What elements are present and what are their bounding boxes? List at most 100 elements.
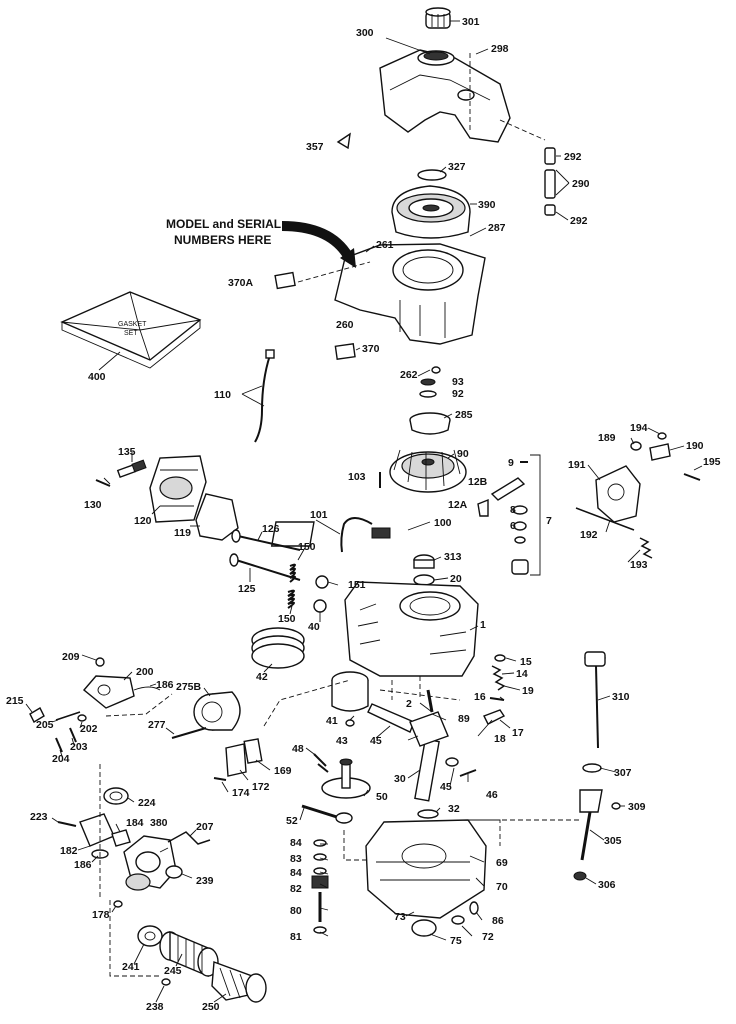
callout-191: 191 <box>568 459 586 471</box>
callout-labels: 301 300 298 357 292 327 290 390 292 287 … <box>6 16 721 1013</box>
brake-12B <box>490 477 526 501</box>
crankshaft-30 <box>409 689 449 802</box>
callout-110: 110 <box>214 389 231 401</box>
callout-224: 224 <box>138 797 156 809</box>
callout-83: 83 <box>290 853 302 865</box>
callout-262: 262 <box>400 369 418 381</box>
ring-239 <box>165 865 183 879</box>
callout-45b: 45 <box>440 781 452 793</box>
callout-275B: 275B <box>176 681 202 693</box>
callout-8: 8 <box>510 504 516 516</box>
callout-46: 46 <box>486 789 498 801</box>
assembly-lines <box>99 50 580 977</box>
leader-lines <box>25 20 703 1003</box>
screw-209 <box>95 657 105 667</box>
bolt-262 <box>431 366 441 374</box>
cap-301 <box>425 7 451 29</box>
callout-93: 93 <box>452 376 464 388</box>
decal-370 <box>334 343 356 360</box>
callout-151: 151 <box>348 579 366 591</box>
callout-194: 194 <box>630 422 648 434</box>
callout-43: 43 <box>336 735 348 747</box>
callout-150a: 150 <box>298 541 316 553</box>
callout-182: 182 <box>60 845 78 857</box>
callout-370A: 370A <box>228 277 254 289</box>
shaft-52 <box>301 804 353 824</box>
callout-172: 172 <box>252 781 270 793</box>
callout-70: 70 <box>496 881 508 893</box>
callout-292a: 292 <box>564 151 582 163</box>
pin-16 <box>489 697 505 701</box>
callout-189: 189 <box>598 432 616 444</box>
valve-spring-lower <box>287 589 295 609</box>
callout-7: 7 <box>546 515 552 527</box>
callout-100: 100 <box>434 517 452 529</box>
callout-205: 205 <box>36 719 54 731</box>
callout-19: 19 <box>522 685 534 697</box>
oring-306 <box>573 871 587 881</box>
callout-6: 6 <box>510 520 516 532</box>
blower-cover <box>379 49 511 143</box>
callout-119: 119 <box>174 527 191 539</box>
callout-261: 261 <box>376 239 394 251</box>
callout-239: 239 <box>196 875 214 887</box>
screw-309 <box>611 802 621 810</box>
serial-number-arrow <box>281 221 356 268</box>
serial-caption-line2: NUMBERS HERE <box>174 233 271 247</box>
intake-182 <box>79 813 115 847</box>
ring-15 <box>494 654 506 662</box>
callout-135: 135 <box>118 446 136 458</box>
bolts-48 <box>313 753 327 767</box>
callout-190: 190 <box>686 440 704 452</box>
head-gasket-119 <box>195 493 239 541</box>
bolt-130 <box>95 479 111 487</box>
callout-238: 238 <box>146 1001 164 1013</box>
callout-310: 310 <box>612 691 630 703</box>
link-18 <box>483 709 506 725</box>
callout-52: 52 <box>286 815 298 827</box>
dipstick-310 <box>584 651 606 749</box>
callout-313: 313 <box>444 551 462 563</box>
gear-82 <box>311 875 329 889</box>
callout-30: 30 <box>394 773 406 785</box>
primer-224 <box>103 787 129 805</box>
cup-part <box>511 559 529 575</box>
clip-357 <box>336 132 351 150</box>
flywheel-washer-285 <box>409 412 451 435</box>
callout-73: 73 <box>394 911 406 923</box>
callout-84a: 84 <box>290 837 302 849</box>
callout-202: 202 <box>80 723 98 735</box>
callout-150b: 150 <box>278 613 296 625</box>
bolt-86 <box>469 901 479 915</box>
link-207 <box>167 831 211 845</box>
knob-215 <box>29 707 45 723</box>
callout-250: 250 <box>202 1001 220 1013</box>
callout-204: 204 <box>52 753 70 765</box>
screw-174 <box>213 777 227 781</box>
bolt-277 <box>171 727 207 739</box>
spring-202 <box>77 714 87 722</box>
callout-84b: 84 <box>290 867 302 879</box>
callout-301: 301 <box>462 16 480 28</box>
callout-103: 103 <box>348 471 366 483</box>
washer-8 <box>512 505 528 515</box>
screw-223 <box>57 821 77 827</box>
callout-80: 80 <box>290 905 302 917</box>
callout-215: 215 <box>6 695 24 707</box>
callout-1: 1 <box>480 619 486 631</box>
spring-193 <box>639 537 653 559</box>
rod-45 <box>367 703 415 733</box>
callout-130: 130 <box>84 499 102 511</box>
callout-32: 32 <box>448 803 460 815</box>
callout-241: 241 <box>122 961 140 973</box>
callout-16: 16 <box>474 691 486 703</box>
screen-327 <box>417 169 447 181</box>
gasket-172 <box>225 743 247 777</box>
callout-200: 200 <box>136 666 154 678</box>
callout-9: 9 <box>508 457 514 469</box>
valve-126 <box>231 529 301 551</box>
piston-41 <box>331 671 369 712</box>
callout-309: 309 <box>628 801 646 813</box>
screw-238 <box>161 978 171 986</box>
